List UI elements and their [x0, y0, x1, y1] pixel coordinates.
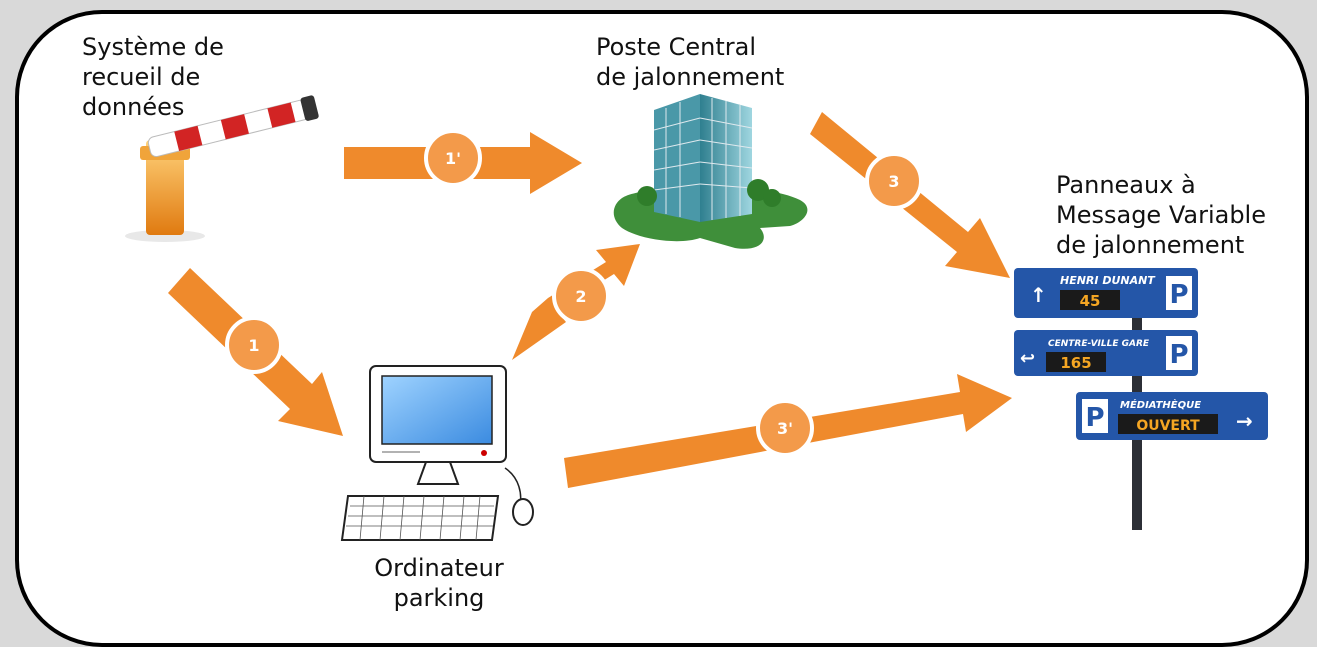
- diagram-panel: [15, 10, 1309, 647]
- badge-2: 2: [552, 267, 610, 325]
- label-line: Ordinateur: [374, 554, 504, 582]
- sign1-title: HENRI DUNANT: [1060, 274, 1156, 287]
- sign1-value: 45: [1080, 292, 1101, 310]
- badge-2-text: 2: [575, 287, 586, 306]
- sign3-arrow-icon: →: [1236, 409, 1253, 433]
- sign-centre-ville: P ↩ CENTRE-VILLE GARE 165: [1014, 330, 1198, 376]
- label-line: Poste Central: [596, 33, 756, 61]
- badge-3prime: 3': [756, 399, 814, 457]
- label-line: Système de: [82, 33, 224, 61]
- sign2-value: 165: [1060, 354, 1091, 372]
- label-line: Message Variable: [1056, 201, 1266, 229]
- badge-1-text: 1: [248, 336, 259, 355]
- badge-3: 3: [865, 152, 923, 210]
- sign2-title: CENTRE-VILLE GARE: [1048, 339, 1150, 349]
- barrier-icon: [125, 95, 319, 242]
- computer-icon: [340, 365, 534, 541]
- label-line: Panneaux à: [1056, 171, 1196, 199]
- label-parking-computer: Ordinateur parking: [354, 553, 524, 613]
- sign3-title: MÉDIATHÈQUE: [1120, 397, 1201, 411]
- sign1-arrow-icon: ↑: [1030, 283, 1047, 307]
- label-variable-message-panels: Panneaux à Message Variable de jalonneme…: [1056, 170, 1266, 260]
- arrow-2: [512, 244, 640, 360]
- label-line: de jalonnement: [1056, 231, 1245, 259]
- sign-henri-dunant: P ↑ HENRI DUNANT 45: [1014, 268, 1198, 318]
- sign-mediatheque: P MÉDIATHÈQUE OUVERT →: [1076, 392, 1268, 440]
- label-line: recueil de: [82, 63, 201, 91]
- sign2-p: P: [1169, 340, 1188, 370]
- label-line: de jalonnement: [596, 63, 785, 91]
- label-line: données: [82, 93, 185, 121]
- label-data-collection-system: Système de recueil de données: [82, 32, 224, 122]
- badge-1: 1: [225, 316, 283, 374]
- sign2-arrow-icon: ↩: [1020, 348, 1035, 369]
- label-line: parking: [393, 584, 485, 612]
- badge-1prime-text: 1': [445, 149, 461, 168]
- badge-1prime: 1': [424, 129, 482, 187]
- building-icon: [613, 94, 808, 249]
- badge-3-text: 3: [888, 172, 899, 191]
- badge-3prime-text: 3': [777, 419, 793, 438]
- sign3-value: OUVERT: [1136, 418, 1200, 434]
- signpost-icon: P ↑ HENRI DUNANT 45 P ↩ CENTRE-VILLE GAR…: [1014, 268, 1268, 530]
- label-central-post: Poste Central de jalonnement: [596, 32, 784, 92]
- sign3-p: P: [1085, 403, 1104, 433]
- sign1-p: P: [1169, 280, 1188, 310]
